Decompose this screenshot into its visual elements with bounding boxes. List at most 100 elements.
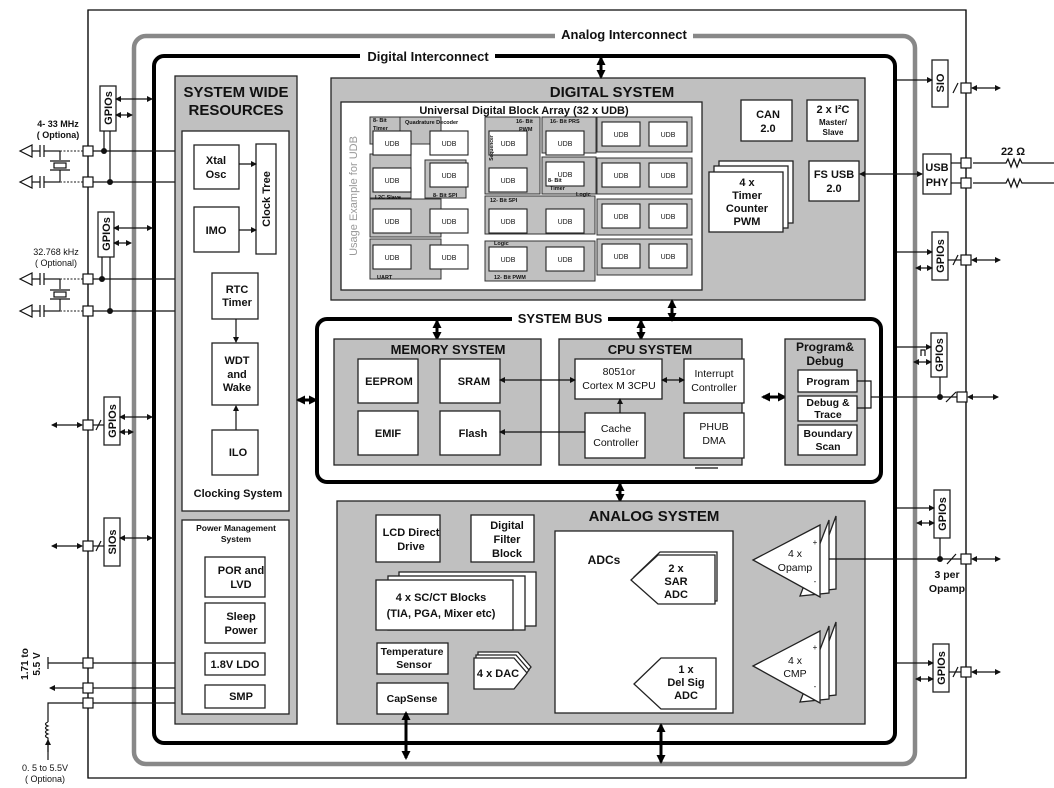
svg-text:GPIOs: GPIOs bbox=[935, 239, 947, 273]
udb-cell bbox=[429, 130, 469, 156]
pin-sio-right bbox=[960, 82, 972, 94]
udb-cell-label: UDB bbox=[442, 219, 457, 226]
svg-text:USB: USB bbox=[925, 162, 948, 174]
svg-text:4 x DAC: 4 x DAC bbox=[477, 668, 519, 680]
svg-text:2 x: 2 x bbox=[668, 563, 684, 575]
gpio-block-left-1: GPIOs bbox=[99, 85, 117, 132]
udb-cell-label: UDB bbox=[661, 132, 676, 139]
comparator-block: 4 x CMP + - bbox=[751, 621, 837, 705]
svg-text:Program&: Program& bbox=[796, 340, 854, 354]
svg-text:SRAM: SRAM bbox=[458, 376, 490, 388]
svg-text:Universal Digital Block Array: Universal Digital Block Array (32 x UDB) bbox=[419, 105, 629, 117]
analog-interconnect-label: Analog Interconnect bbox=[561, 27, 687, 42]
inductor-icon bbox=[44, 702, 83, 752]
udb-function-labels: 8- Bit Timer Quadrature Decoder Sequence… bbox=[373, 118, 591, 281]
svg-text:Opamp: Opamp bbox=[778, 562, 813, 574]
svg-text:SMP: SMP bbox=[229, 691, 253, 703]
udb-cell bbox=[488, 167, 528, 193]
svg-text:-: - bbox=[814, 577, 817, 586]
udb-cell-label: UDB bbox=[558, 172, 573, 179]
boundary-scan-block bbox=[797, 424, 858, 456]
sio-block-left: SIOs bbox=[103, 517, 121, 567]
svg-text:ADC: ADC bbox=[664, 589, 688, 601]
udb-cell-label: UDB bbox=[558, 257, 573, 264]
pin-opamp bbox=[960, 553, 972, 565]
udb-cell bbox=[648, 203, 688, 229]
temperature-sensor-block bbox=[376, 642, 449, 675]
svg-text:SIO: SIO bbox=[935, 73, 947, 92]
svg-text:CMP: CMP bbox=[783, 668, 806, 680]
svg-text:+: + bbox=[813, 538, 818, 547]
svg-text:FS USB: FS USB bbox=[814, 169, 854, 181]
svg-text:2.0: 2.0 bbox=[760, 123, 775, 135]
vdd-range-line2: 5.5 V bbox=[32, 652, 43, 676]
udb-cell-label: UDB bbox=[385, 178, 400, 185]
pin-smp-out bbox=[82, 682, 94, 694]
svg-text:Counter: Counter bbox=[726, 203, 769, 215]
wdt-wake-block bbox=[211, 342, 259, 406]
svg-text:GPIOs: GPIOs bbox=[937, 497, 949, 531]
svg-text:Temperature: Temperature bbox=[381, 646, 444, 658]
svg-text:LCD Direct: LCD Direct bbox=[383, 527, 440, 539]
xtal-optional-label: ( Optiona) bbox=[37, 130, 80, 140]
svg-text:Logic: Logic bbox=[576, 192, 591, 198]
pin-gpio-right-2 bbox=[956, 391, 968, 403]
pin-gpio-left-3 bbox=[82, 419, 94, 431]
udb-cell bbox=[545, 161, 585, 187]
svg-text:1 x: 1 x bbox=[678, 664, 694, 676]
gpio-block-right-4: GPIOs bbox=[932, 643, 950, 693]
svg-text:ADC: ADC bbox=[674, 690, 698, 702]
svg-text:Program: Program bbox=[806, 376, 849, 388]
svg-text:IMO: IMO bbox=[206, 225, 227, 237]
udb-cell-label: UDB bbox=[442, 173, 457, 180]
pin-usb-dm bbox=[960, 177, 972, 189]
svg-text:RTC: RTC bbox=[226, 284, 249, 296]
svg-text:Timer: Timer bbox=[373, 126, 389, 132]
udb-cell-label: UDB bbox=[558, 219, 573, 226]
udb-usage-label: Usage Example for UDB bbox=[348, 136, 360, 256]
udb-cell bbox=[488, 246, 528, 272]
svg-text:4 x: 4 x bbox=[788, 548, 803, 560]
rtc-optional-label: ( Optional) bbox=[35, 258, 77, 268]
svg-text:2.0: 2.0 bbox=[826, 183, 841, 195]
svg-text:Timer: Timer bbox=[222, 297, 252, 309]
analog-system-title: ANALOG SYSTEM bbox=[589, 508, 720, 525]
svg-text:Interrupt: Interrupt bbox=[694, 368, 733, 380]
svg-text:16- Bit: 16- Bit bbox=[516, 119, 533, 125]
eeprom-block bbox=[357, 358, 419, 404]
udb-cell-label: UDB bbox=[501, 141, 516, 148]
svg-text:Power: Power bbox=[224, 625, 258, 637]
svg-text:1.8V LDO: 1.8V LDO bbox=[211, 659, 260, 671]
flash-block bbox=[439, 410, 501, 456]
system-bus-label: SYSTEM BUS bbox=[518, 311, 603, 326]
dac-block: 4 x DAC bbox=[473, 651, 532, 690]
udb-cell-label: UDB bbox=[614, 254, 629, 261]
pin-gpio-right-4 bbox=[960, 666, 972, 678]
svg-text:2 x I²C: 2 x I²C bbox=[816, 104, 849, 116]
udb-cell bbox=[601, 243, 641, 269]
udb-cell bbox=[372, 208, 412, 234]
del-sig-adc-block: 1 x Del Sig ADC bbox=[633, 657, 717, 710]
lcd-drive-block bbox=[375, 514, 441, 563]
udb-cell-label: UDB bbox=[614, 132, 629, 139]
svg-text:Block: Block bbox=[492, 548, 523, 560]
svg-text:Xtal: Xtal bbox=[206, 155, 226, 167]
rtc-freq-label: 32.768 kHz bbox=[33, 247, 79, 257]
svg-text:Controller: Controller bbox=[593, 437, 639, 449]
svg-text:POR and: POR and bbox=[218, 565, 264, 577]
pin-usb-dp bbox=[960, 157, 972, 169]
svg-text:RESOURCES: RESOURCES bbox=[188, 102, 283, 119]
svg-text:8- Bit: 8- Bit bbox=[548, 178, 562, 184]
svg-text:Sensor: Sensor bbox=[396, 659, 432, 671]
smp-block bbox=[204, 684, 266, 709]
interrupt-controller-block bbox=[683, 358, 745, 404]
program-debug: Program& Debug Program Debug & Trace Bou… bbox=[784, 338, 872, 466]
udb-cell-label: UDB bbox=[385, 141, 400, 148]
digital-filter-block bbox=[470, 514, 535, 563]
svg-text:SIOs: SIOs bbox=[107, 529, 119, 554]
svg-text:EMIF: EMIF bbox=[375, 428, 402, 440]
udb-cell-label: UDB bbox=[614, 173, 629, 180]
digital-interconnect-label: Digital Interconnect bbox=[367, 49, 489, 64]
svg-text:Scan: Scan bbox=[815, 441, 840, 453]
sleep-power-block bbox=[204, 602, 266, 644]
